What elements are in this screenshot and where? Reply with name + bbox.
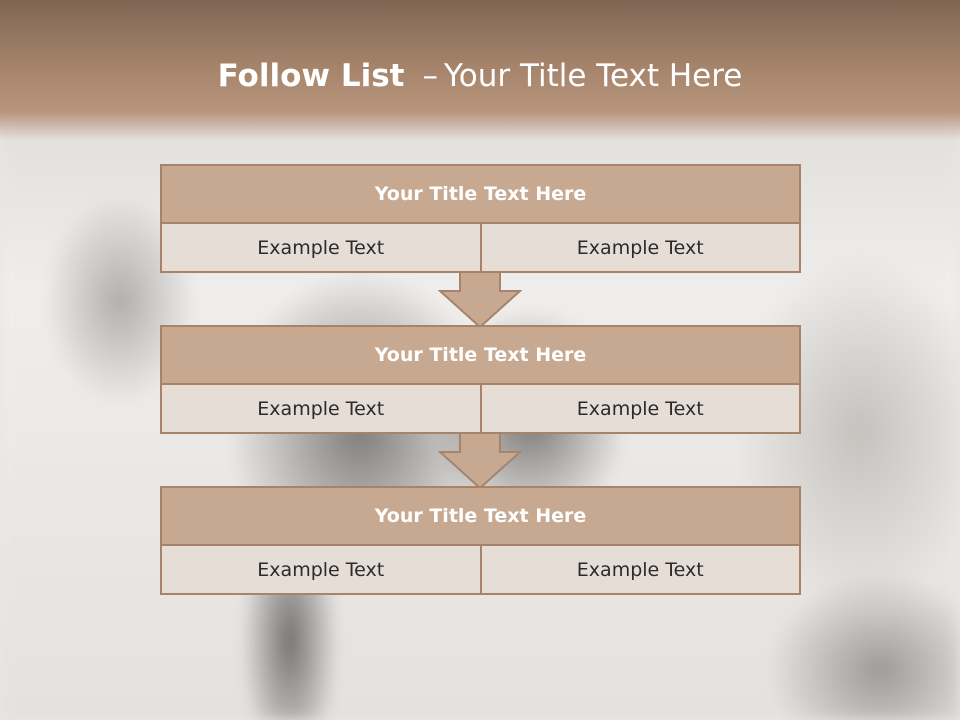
step-box-2: Your Title Text Here Example Text Exampl… bbox=[160, 325, 801, 434]
step-title: Your Title Text Here bbox=[162, 327, 799, 385]
slide-title: Follow List–Your Title Text Here bbox=[0, 56, 960, 96]
down-arrow-icon bbox=[438, 432, 522, 490]
step-cell-left: Example Text bbox=[257, 397, 385, 420]
title-bold: Follow List bbox=[217, 58, 405, 94]
step-row: Example Text Example Text bbox=[162, 224, 799, 271]
step-box-1: Your Title Text Here Example Text Exampl… bbox=[160, 164, 801, 273]
step-cell-right: Example Text bbox=[479, 224, 800, 271]
step-cell-right: Example Text bbox=[479, 546, 800, 593]
step-row: Example Text Example Text bbox=[162, 546, 799, 593]
step-title: Your Title Text Here bbox=[162, 488, 799, 546]
step-box-3: Your Title Text Here Example Text Exampl… bbox=[160, 486, 801, 595]
down-arrow-icon bbox=[438, 271, 522, 329]
step-row: Example Text Example Text bbox=[162, 385, 799, 432]
step-title: Your Title Text Here bbox=[162, 166, 799, 224]
step-cell-right: Example Text bbox=[479, 385, 800, 432]
header-band bbox=[0, 0, 960, 140]
step-cell-left: Example Text bbox=[257, 558, 385, 581]
title-rest: Your Title Text Here bbox=[443, 58, 743, 94]
step-cell-left: Example Text bbox=[257, 236, 385, 259]
title-separator: – bbox=[422, 58, 438, 94]
